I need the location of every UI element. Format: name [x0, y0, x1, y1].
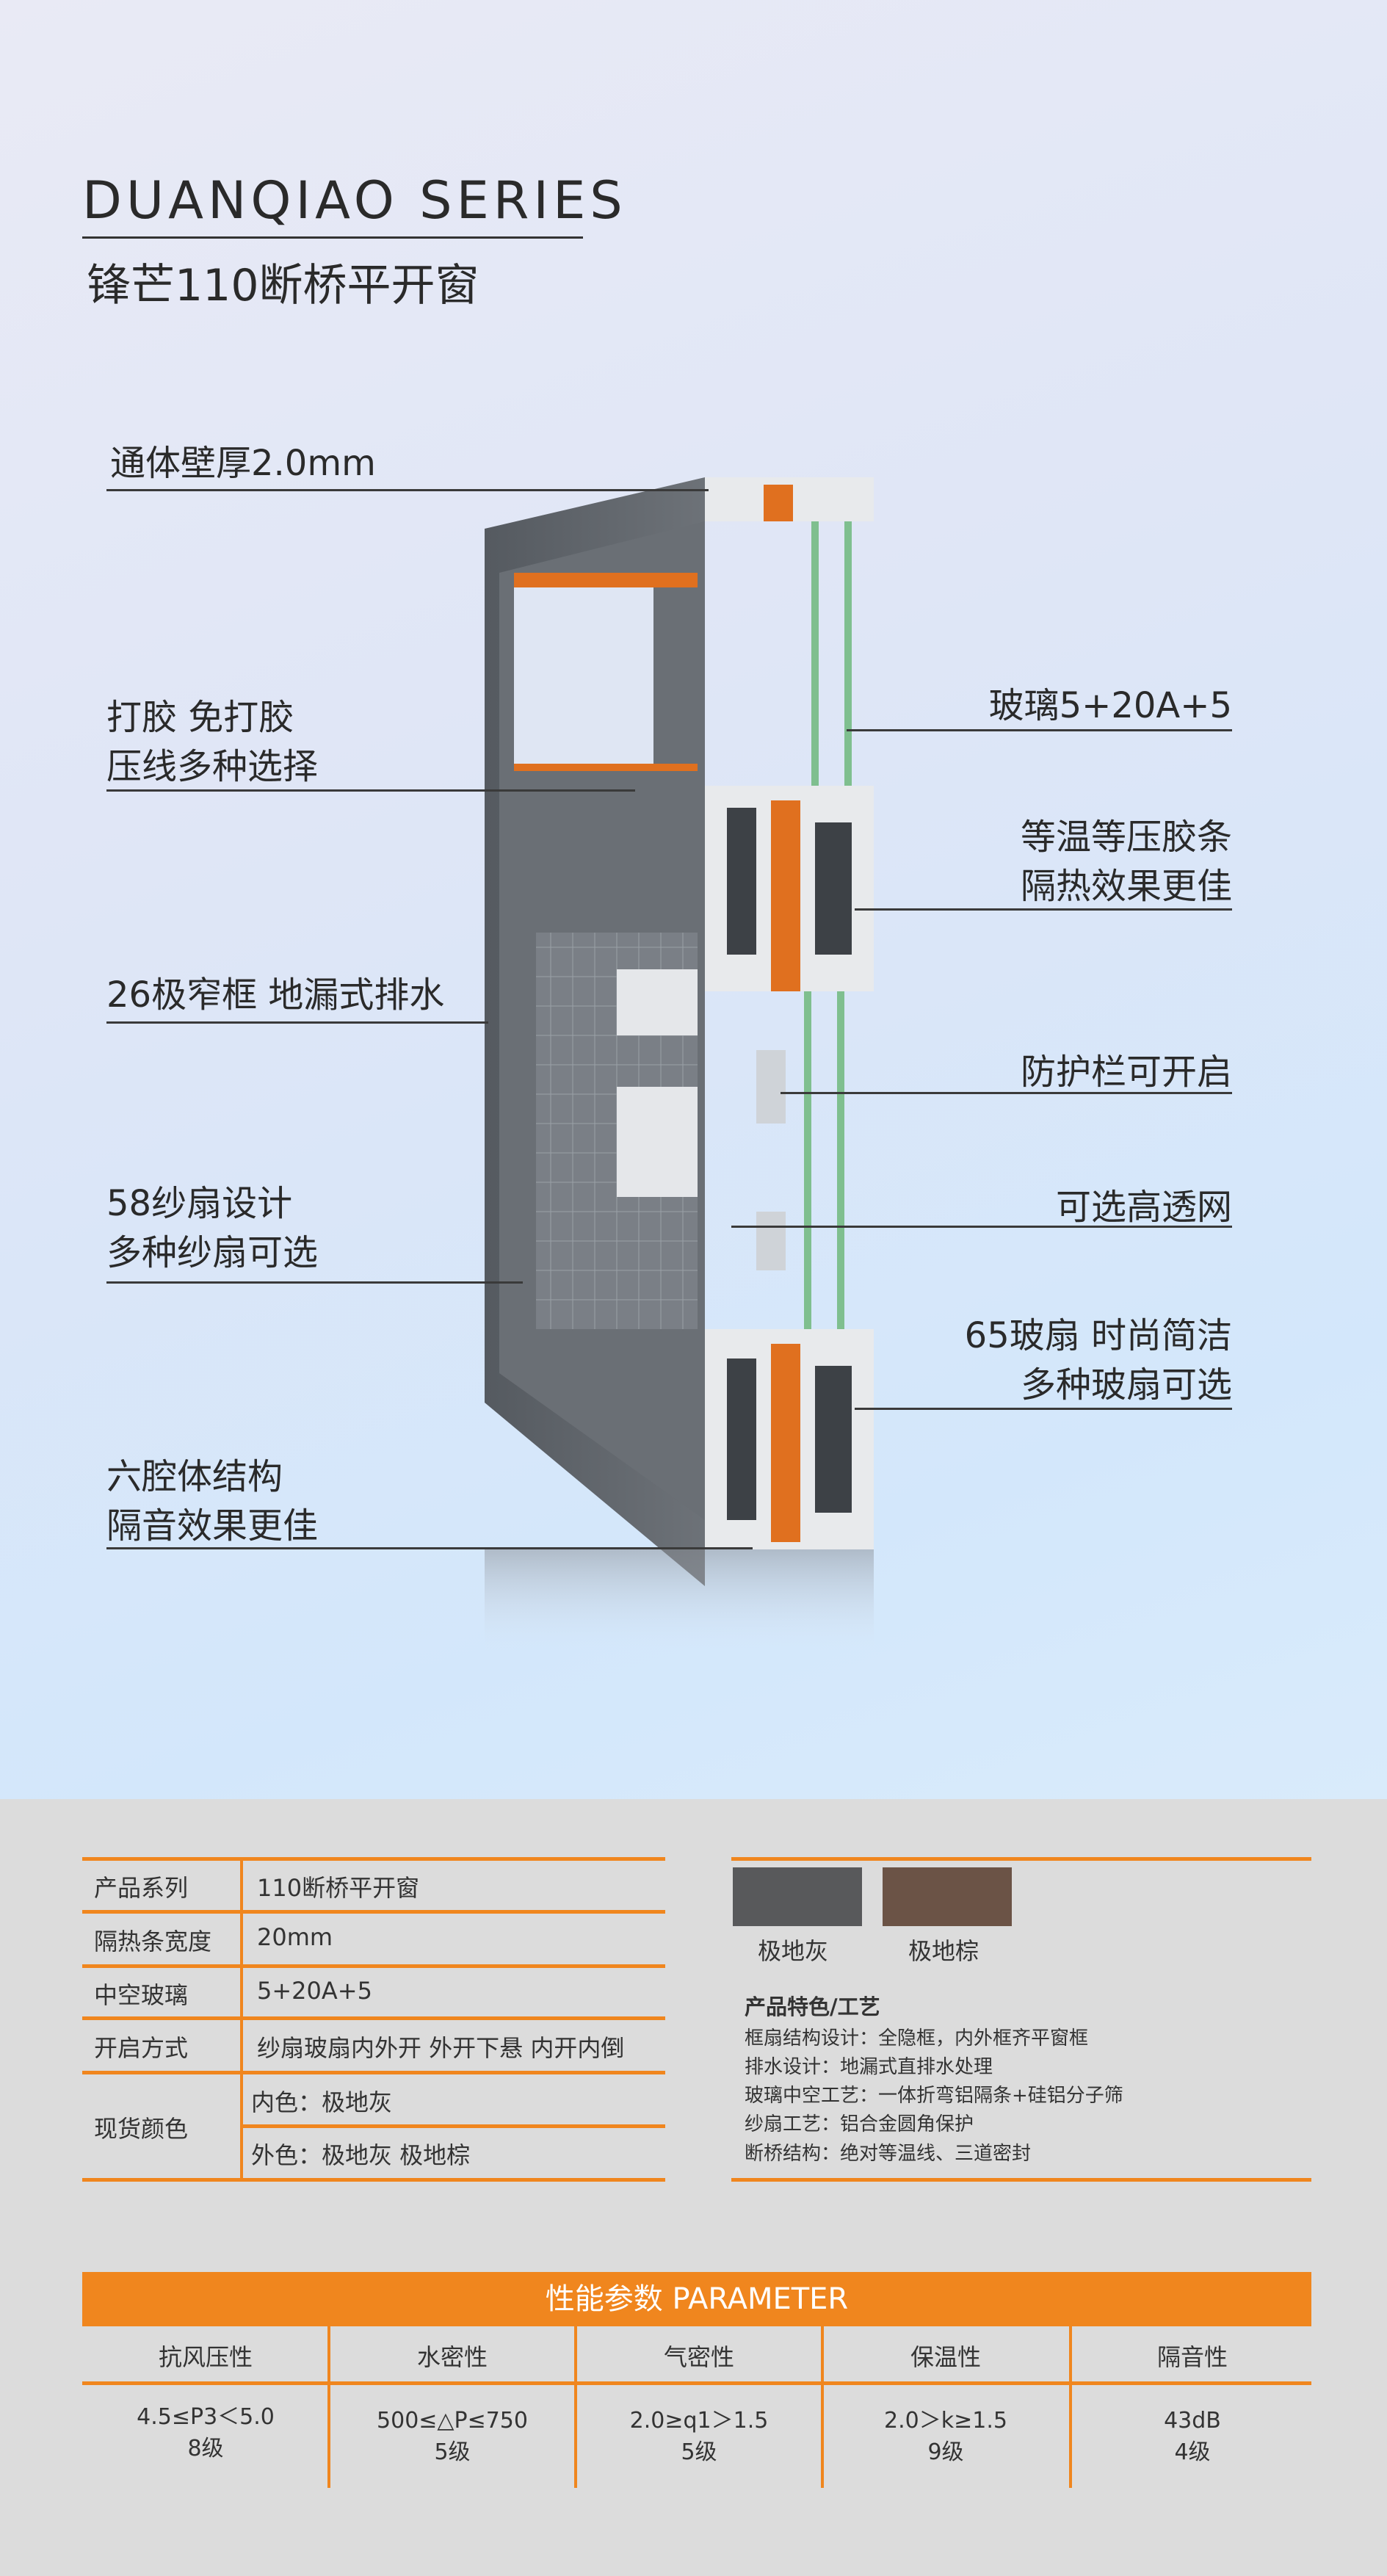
callout-mesh: 可选高透网 — [1055, 1187, 1232, 1228]
table-divider — [574, 2326, 577, 2488]
param-name: 气密性 — [663, 2343, 734, 2371]
features-title: 产品特色/工艺 — [745, 1994, 880, 2019]
callout-line — [106, 1281, 523, 1284]
param-value: 2.0＞k≥1.5 — [884, 2408, 1007, 2434]
callout-screen-sash: 58纱扇设计 — [106, 1183, 293, 1224]
table-divider — [1069, 2326, 1072, 2488]
param-value: 2.0≥q1＞1.5 — [629, 2408, 769, 2434]
table-line — [731, 1857, 1311, 1861]
callout-glass-sash: 65玻扇 时尚简洁 — [964, 1315, 1232, 1356]
feature-item: 断桥结构：绝对等温线、三道密封 — [745, 2143, 1032, 2165]
profile-top — [705, 477, 874, 521]
window-profile-illustration — [485, 477, 874, 1652]
spec-label: 产品系列 — [94, 1874, 189, 1902]
callout-line — [106, 489, 709, 491]
swatch-grey — [733, 1867, 862, 1926]
param-value: 4.5≤P3＜5.0 — [137, 2404, 275, 2430]
param-grade: 9级 — [927, 2439, 964, 2465]
callout-line — [781, 1092, 1232, 1094]
param-grade: 5级 — [681, 2439, 717, 2465]
spec-section — [0, 1799, 1387, 2576]
callout-line — [106, 1547, 753, 1549]
callout-glass-sash-line2: 多种玻扇可选 — [1020, 1364, 1232, 1405]
spec-value-outer: 外色：极地灰 极地棕 — [251, 2141, 471, 2169]
title-underline — [82, 236, 583, 239]
callout-gasket: 等温等压胶条 — [1020, 817, 1232, 858]
callout-six-cavity-line2: 隔音效果更佳 — [106, 1505, 319, 1546]
swatch-label: 极地棕 — [908, 1937, 979, 1965]
callout-gasket-line2: 隔热效果更佳 — [1020, 866, 1232, 907]
callout-line — [847, 729, 1232, 731]
table-line — [82, 2016, 665, 2020]
callout-narrow-frame: 26极窄框 地漏式排水 — [106, 974, 445, 1016]
swatch-label: 极地灰 — [758, 1937, 829, 1965]
spec-value-inner: 内色：极地灰 — [251, 2088, 393, 2116]
param-name: 隔音性 — [1156, 2343, 1228, 2371]
callout-glue: 打胶 免打胶 — [106, 697, 294, 738]
callout-line — [855, 1408, 1232, 1410]
product-title: 锋芒110断桥平开窗 — [87, 260, 479, 311]
table-divider — [821, 2326, 824, 2488]
table-line — [82, 2381, 1311, 2385]
spec-label: 现货颜色 — [94, 2115, 189, 2143]
callout-screen-sash-line2: 多种纱扇可选 — [106, 1232, 319, 1273]
table-divider — [240, 1859, 243, 2179]
series-title: DUANQIAO SERIES — [82, 170, 627, 231]
swatch-brown — [883, 1867, 1012, 1926]
table-line — [242, 2124, 665, 2128]
param-value: 43dB — [1164, 2408, 1221, 2434]
spec-label: 中空玻璃 — [94, 1981, 189, 2009]
param-grade: 5级 — [434, 2439, 471, 2465]
feature-item: 玻璃中空工艺：一体折弯铝隔条+硅铝分子筛 — [745, 2085, 1123, 2107]
upper-opening — [514, 587, 653, 764]
callout-six-cavity: 六腔体结构 — [106, 1456, 283, 1497]
table-line — [82, 1964, 665, 1968]
callout-guard: 防护栏可开启 — [1020, 1052, 1232, 1093]
callout-glass: 玻璃5+20A+5 — [988, 685, 1232, 726]
profile-middle — [705, 786, 874, 991]
param-name: 保温性 — [910, 2343, 981, 2371]
param-value: 500≤△P≤750 — [377, 2408, 528, 2434]
spec-value: 110断桥平开窗 — [257, 1874, 420, 1902]
feature-item: 纱扇工艺：铝合金圆角保护 — [745, 2113, 974, 2135]
table-line — [731, 2178, 1311, 2182]
callout-line — [106, 1021, 488, 1024]
spec-value: 纱扇玻扇内外开 外开下悬 内开内倒 — [257, 2034, 625, 2062]
profile-bottom — [705, 1329, 874, 1549]
table-line — [82, 2071, 665, 2074]
param-name: 水密性 — [416, 2343, 488, 2371]
table-line — [82, 1857, 665, 1861]
parameter-header: 性能参数 PARAMETER — [82, 2272, 1311, 2326]
feature-item: 排水设计：地漏式直排水处理 — [745, 2056, 993, 2078]
table-divider — [327, 2326, 330, 2488]
callout-line — [731, 1226, 1232, 1228]
param-name: 抗风压性 — [158, 2343, 253, 2371]
spec-label: 隔热条宽度 — [94, 1928, 212, 1955]
callout-line — [855, 908, 1232, 911]
guard-rail — [756, 1050, 786, 1124]
callout-glue-line2: 压线多种选择 — [106, 746, 319, 787]
table-line — [82, 2178, 665, 2182]
reflection — [485, 1549, 874, 1652]
param-grade: 8级 — [187, 2436, 224, 2461]
callout-wall-thickness: 通体壁厚2.0mm — [110, 443, 376, 484]
spec-value: 20mm — [257, 1923, 333, 1951]
param-grade: 4级 — [1174, 2439, 1211, 2465]
spec-label: 开启方式 — [94, 2034, 189, 2062]
table-line — [82, 1910, 665, 1914]
glass-panes — [804, 521, 852, 1329]
spec-value: 5+20A+5 — [257, 1977, 372, 2005]
callout-line — [106, 789, 635, 792]
feature-item: 框扇结构设计：全隐框，内外框齐平窗框 — [745, 2027, 1089, 2049]
